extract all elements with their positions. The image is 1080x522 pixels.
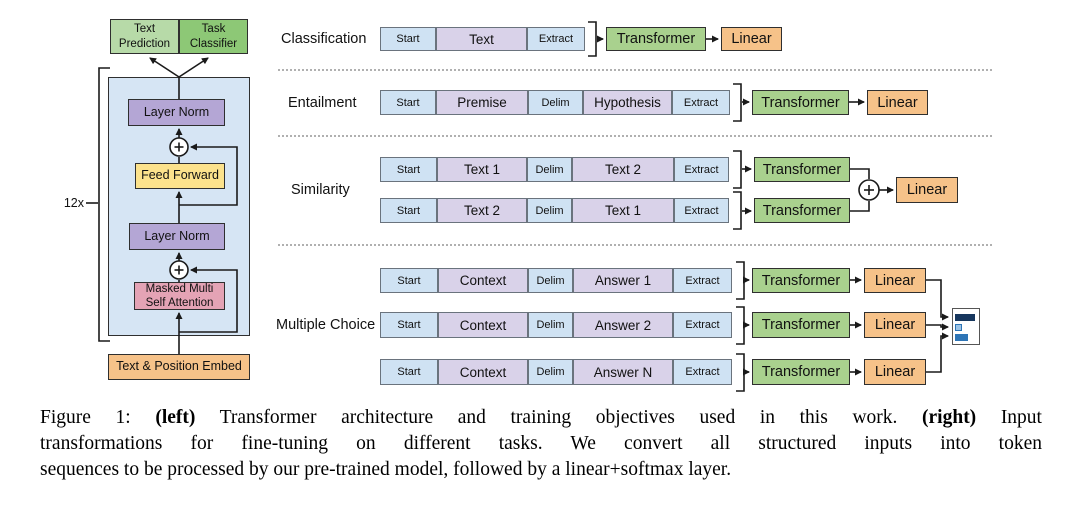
token-start: Start (380, 90, 436, 115)
token-delim: Delim (527, 198, 572, 223)
linear-box: Linear (864, 268, 926, 293)
token-context: Context (438, 359, 528, 385)
token-extract: Extract (674, 157, 729, 182)
feed-forward-box: Feed Forward (135, 163, 225, 189)
linear-box: Linear (864, 312, 926, 338)
transformer-box: Transformer (606, 27, 706, 51)
task-label-classification: Classification (281, 31, 367, 47)
answer-distribution-chart (952, 308, 980, 345)
masked-multi-self-attention-box: Masked Multi Self Attention (134, 282, 225, 310)
task-label-similarity: Similarity (291, 182, 350, 198)
token-context: Context (438, 312, 528, 338)
attention-label-line2: Self Attention (145, 297, 214, 309)
caption-line-2: transformations for fine-tuning on diffe… (40, 433, 1042, 454)
transformer-box: Transformer (752, 90, 849, 115)
transformer-box: Transformer (752, 312, 850, 338)
section-divider (278, 244, 992, 246)
token-extract: Extract (527, 27, 585, 51)
distribution-bar-3 (955, 334, 968, 341)
token-context: Context (438, 268, 528, 293)
token-answern: Answer N (573, 359, 673, 385)
linear-box: Linear (721, 27, 782, 51)
distribution-bar-2 (955, 324, 962, 331)
token-start: Start (380, 312, 438, 338)
token-start: Start (380, 268, 438, 293)
linear-box: Linear (896, 177, 958, 203)
token-delim: Delim (528, 268, 573, 293)
caption-right-bold: (right) (922, 407, 977, 428)
layer-norm-bottom-box: Layer Norm (129, 223, 225, 250)
caption-text: Transformer architecture and training ob… (195, 407, 923, 428)
token-delim: Delim (528, 312, 573, 338)
task-label-multiple-choice: Multiple Choice (276, 317, 376, 333)
token-text1: Text 1 (572, 198, 674, 223)
token-text1: Text 1 (437, 157, 527, 182)
token-delim: Delim (527, 157, 572, 182)
transformer-box: Transformer (754, 198, 850, 223)
token-extract: Extract (672, 90, 730, 115)
caption-text: Input (976, 407, 1042, 428)
token-delim: Delim (528, 90, 583, 115)
token-delim: Delim (528, 359, 573, 385)
linear-box: Linear (864, 359, 926, 385)
transformer-box: Transformer (752, 268, 850, 293)
text-position-embed-box: Text & Position Embed (108, 354, 250, 380)
token-extract: Extract (674, 198, 729, 223)
section-divider (278, 135, 992, 137)
token-start: Start (380, 157, 437, 182)
distribution-bar-1 (955, 314, 975, 321)
token-hypothesis: Hypothesis (583, 90, 672, 115)
token-text2: Text 2 (437, 198, 527, 223)
task-label-entailment: Entailment (288, 94, 357, 111)
task-classifier-box: Task Classifier (179, 19, 248, 54)
section-divider (278, 69, 992, 71)
token-extract: Extract (673, 268, 732, 293)
transformer-box: Transformer (754, 157, 850, 182)
figure-caption: Figure 1: (left) Transformer architectur… (40, 405, 1042, 483)
repeat-count-label: 12x (63, 196, 84, 210)
token-start: Start (380, 27, 436, 51)
caption-line-3: sequences to be processed by our pre-tra… (40, 459, 732, 480)
token-text: Text (436, 27, 527, 51)
token-text2: Text 2 (572, 157, 674, 182)
token-answer1: Answer 1 (573, 268, 673, 293)
transformer-box: Transformer (752, 359, 850, 385)
token-extract: Extract (673, 359, 732, 385)
linear-box: Linear (867, 90, 928, 115)
token-start: Start (380, 359, 438, 385)
caption-line-1: Figure 1: (left) Transformer architectur… (40, 405, 1042, 431)
token-premise: Premise (436, 90, 528, 115)
caption-left-bold: (left) (155, 407, 196, 428)
layer-norm-top-box: Layer Norm (128, 99, 225, 126)
caption-figure-number: Figure 1: (40, 407, 156, 428)
attention-label-line1: Masked Multi (145, 282, 214, 295)
token-extract: Extract (673, 312, 732, 338)
text-prediction-box: Text Prediction (110, 19, 179, 54)
token-start: Start (380, 198, 437, 223)
token-answer2: Answer 2 (573, 312, 673, 338)
